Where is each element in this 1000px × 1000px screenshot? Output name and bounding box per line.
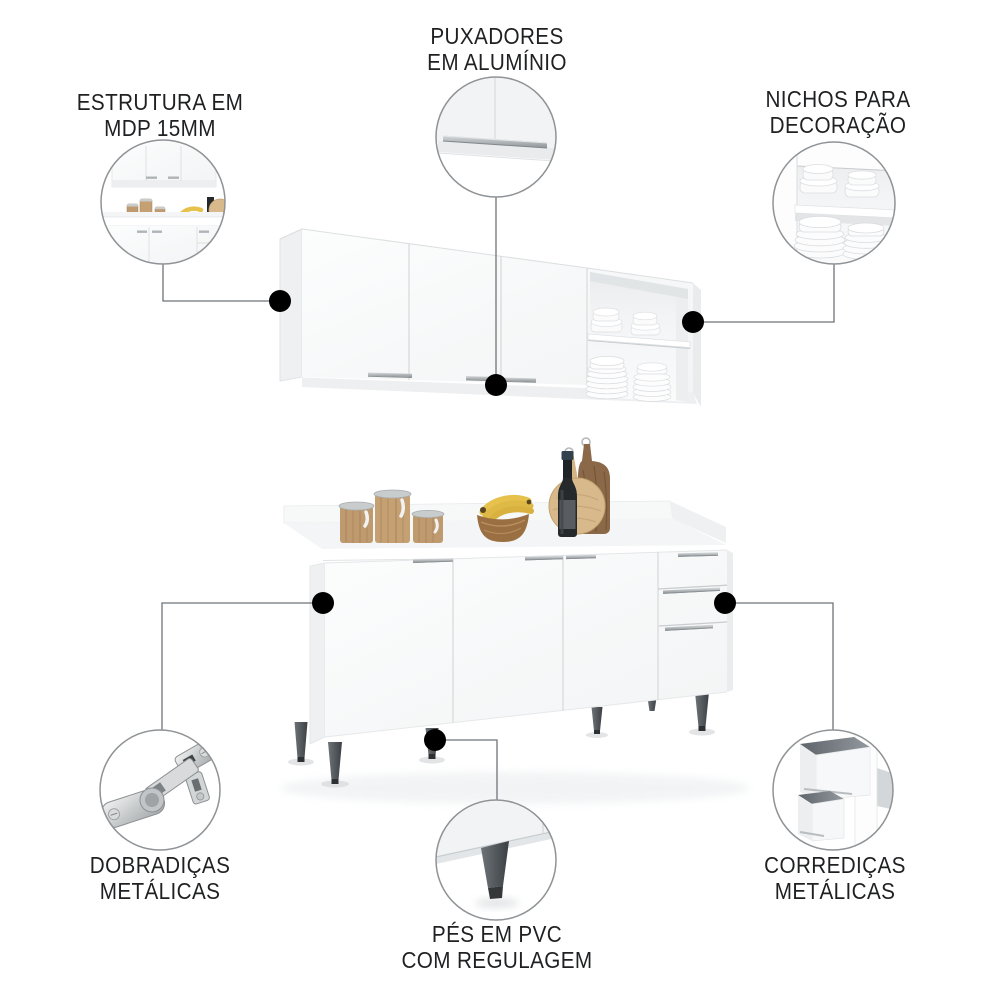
wood-canisters bbox=[338, 489, 445, 543]
foot-detail bbox=[436, 800, 556, 920]
cutting-boards-and-bottle bbox=[548, 437, 610, 537]
dot-nichos bbox=[682, 311, 704, 333]
connector-nichos bbox=[703, 264, 835, 323]
connector-corredicas bbox=[735, 602, 834, 730]
dot-estrutura bbox=[269, 290, 291, 312]
dot-pes bbox=[424, 729, 446, 751]
hinge-detail bbox=[100, 730, 220, 850]
callout-circles bbox=[99, 76, 896, 921]
callout-connectors bbox=[161, 197, 835, 800]
niche-bowls bbox=[590, 307, 661, 336]
label-pes: PÉS EM PVC COM REGULAGEM bbox=[401, 921, 593, 973]
niche-detail-bowls bbox=[799, 164, 880, 198]
connector-dobradicas bbox=[161, 602, 313, 730]
counter-decor bbox=[338, 437, 610, 543]
circle-nichos bbox=[772, 141, 896, 265]
handle-detail bbox=[436, 77, 556, 197]
floor-shadow bbox=[280, 772, 750, 804]
callout-dots bbox=[269, 290, 736, 751]
dot-corredicas bbox=[714, 592, 736, 614]
base-cabinet-handles bbox=[412, 552, 721, 631]
circle-pes bbox=[435, 799, 557, 921]
label-nichos: NICHOS PARA DECORAÇÃO bbox=[765, 86, 911, 138]
label-puxadores: PUXADORES EM ALUMÍNIO bbox=[427, 23, 567, 75]
wall-cabinet-niche bbox=[585, 272, 691, 402]
connector-estrutura bbox=[162, 264, 270, 302]
label-corredicas: CORREDIÇAS METÁLICAS bbox=[764, 852, 906, 904]
drawer-gap bbox=[658, 621, 728, 627]
dot-dobradicas bbox=[312, 592, 334, 614]
circle-corredicas bbox=[772, 729, 894, 851]
drawer-gap bbox=[657, 584, 728, 590]
drawer-slide-detail bbox=[773, 730, 893, 850]
niche-plates bbox=[585, 356, 672, 402]
circle-estrutura bbox=[100, 139, 226, 265]
base-front bbox=[325, 550, 727, 737]
connector-pes bbox=[445, 739, 498, 800]
wall-cabinet-right-side bbox=[693, 283, 701, 407]
structure-detail bbox=[101, 140, 225, 264]
base-left-side bbox=[309, 562, 326, 745]
label-dobradicas: DOBRADIÇAS METÁLICAS bbox=[89, 852, 231, 904]
base-cabinet bbox=[283, 437, 733, 788]
label-estrutura: ESTRUTURA EM MDP 15MM bbox=[76, 89, 244, 141]
dot-puxadores bbox=[485, 374, 507, 396]
base-right-side bbox=[727, 550, 733, 692]
banana-bowl bbox=[477, 495, 534, 542]
circle-puxadores bbox=[435, 76, 557, 198]
circle-dobradicas bbox=[99, 729, 221, 851]
